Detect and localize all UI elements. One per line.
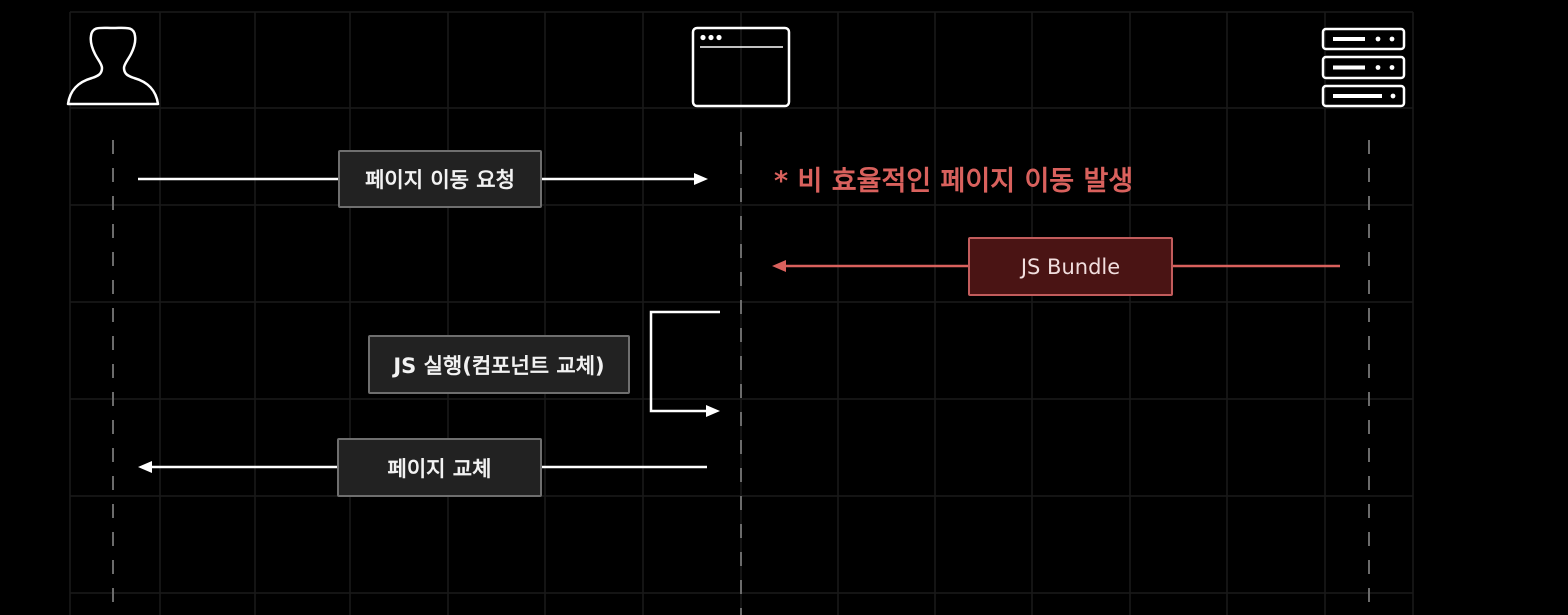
page-move-request-label: 페이지 이동 요청	[338, 150, 542, 208]
server-icon	[1321, 27, 1406, 108]
js-bundle-label: JS Bundle	[968, 237, 1173, 296]
request-arrowhead	[694, 173, 708, 185]
js-execute-loop-line	[649, 310, 720, 413]
user-icon	[66, 26, 160, 106]
js-execute-arrowhead	[706, 405, 720, 417]
page-replace-label: 페이지 교체	[337, 438, 542, 497]
bundle-arrowhead	[772, 260, 786, 272]
inefficient-navigation-note: * 비 효율적인 페이지 이동 발생	[774, 166, 1134, 197]
js-execute-label: JS 실행(컴포넌트 교체)	[368, 335, 630, 394]
background-grid	[69, 11, 1414, 615]
replace-arrowhead	[138, 461, 152, 473]
browser-window-icon	[691, 26, 791, 108]
